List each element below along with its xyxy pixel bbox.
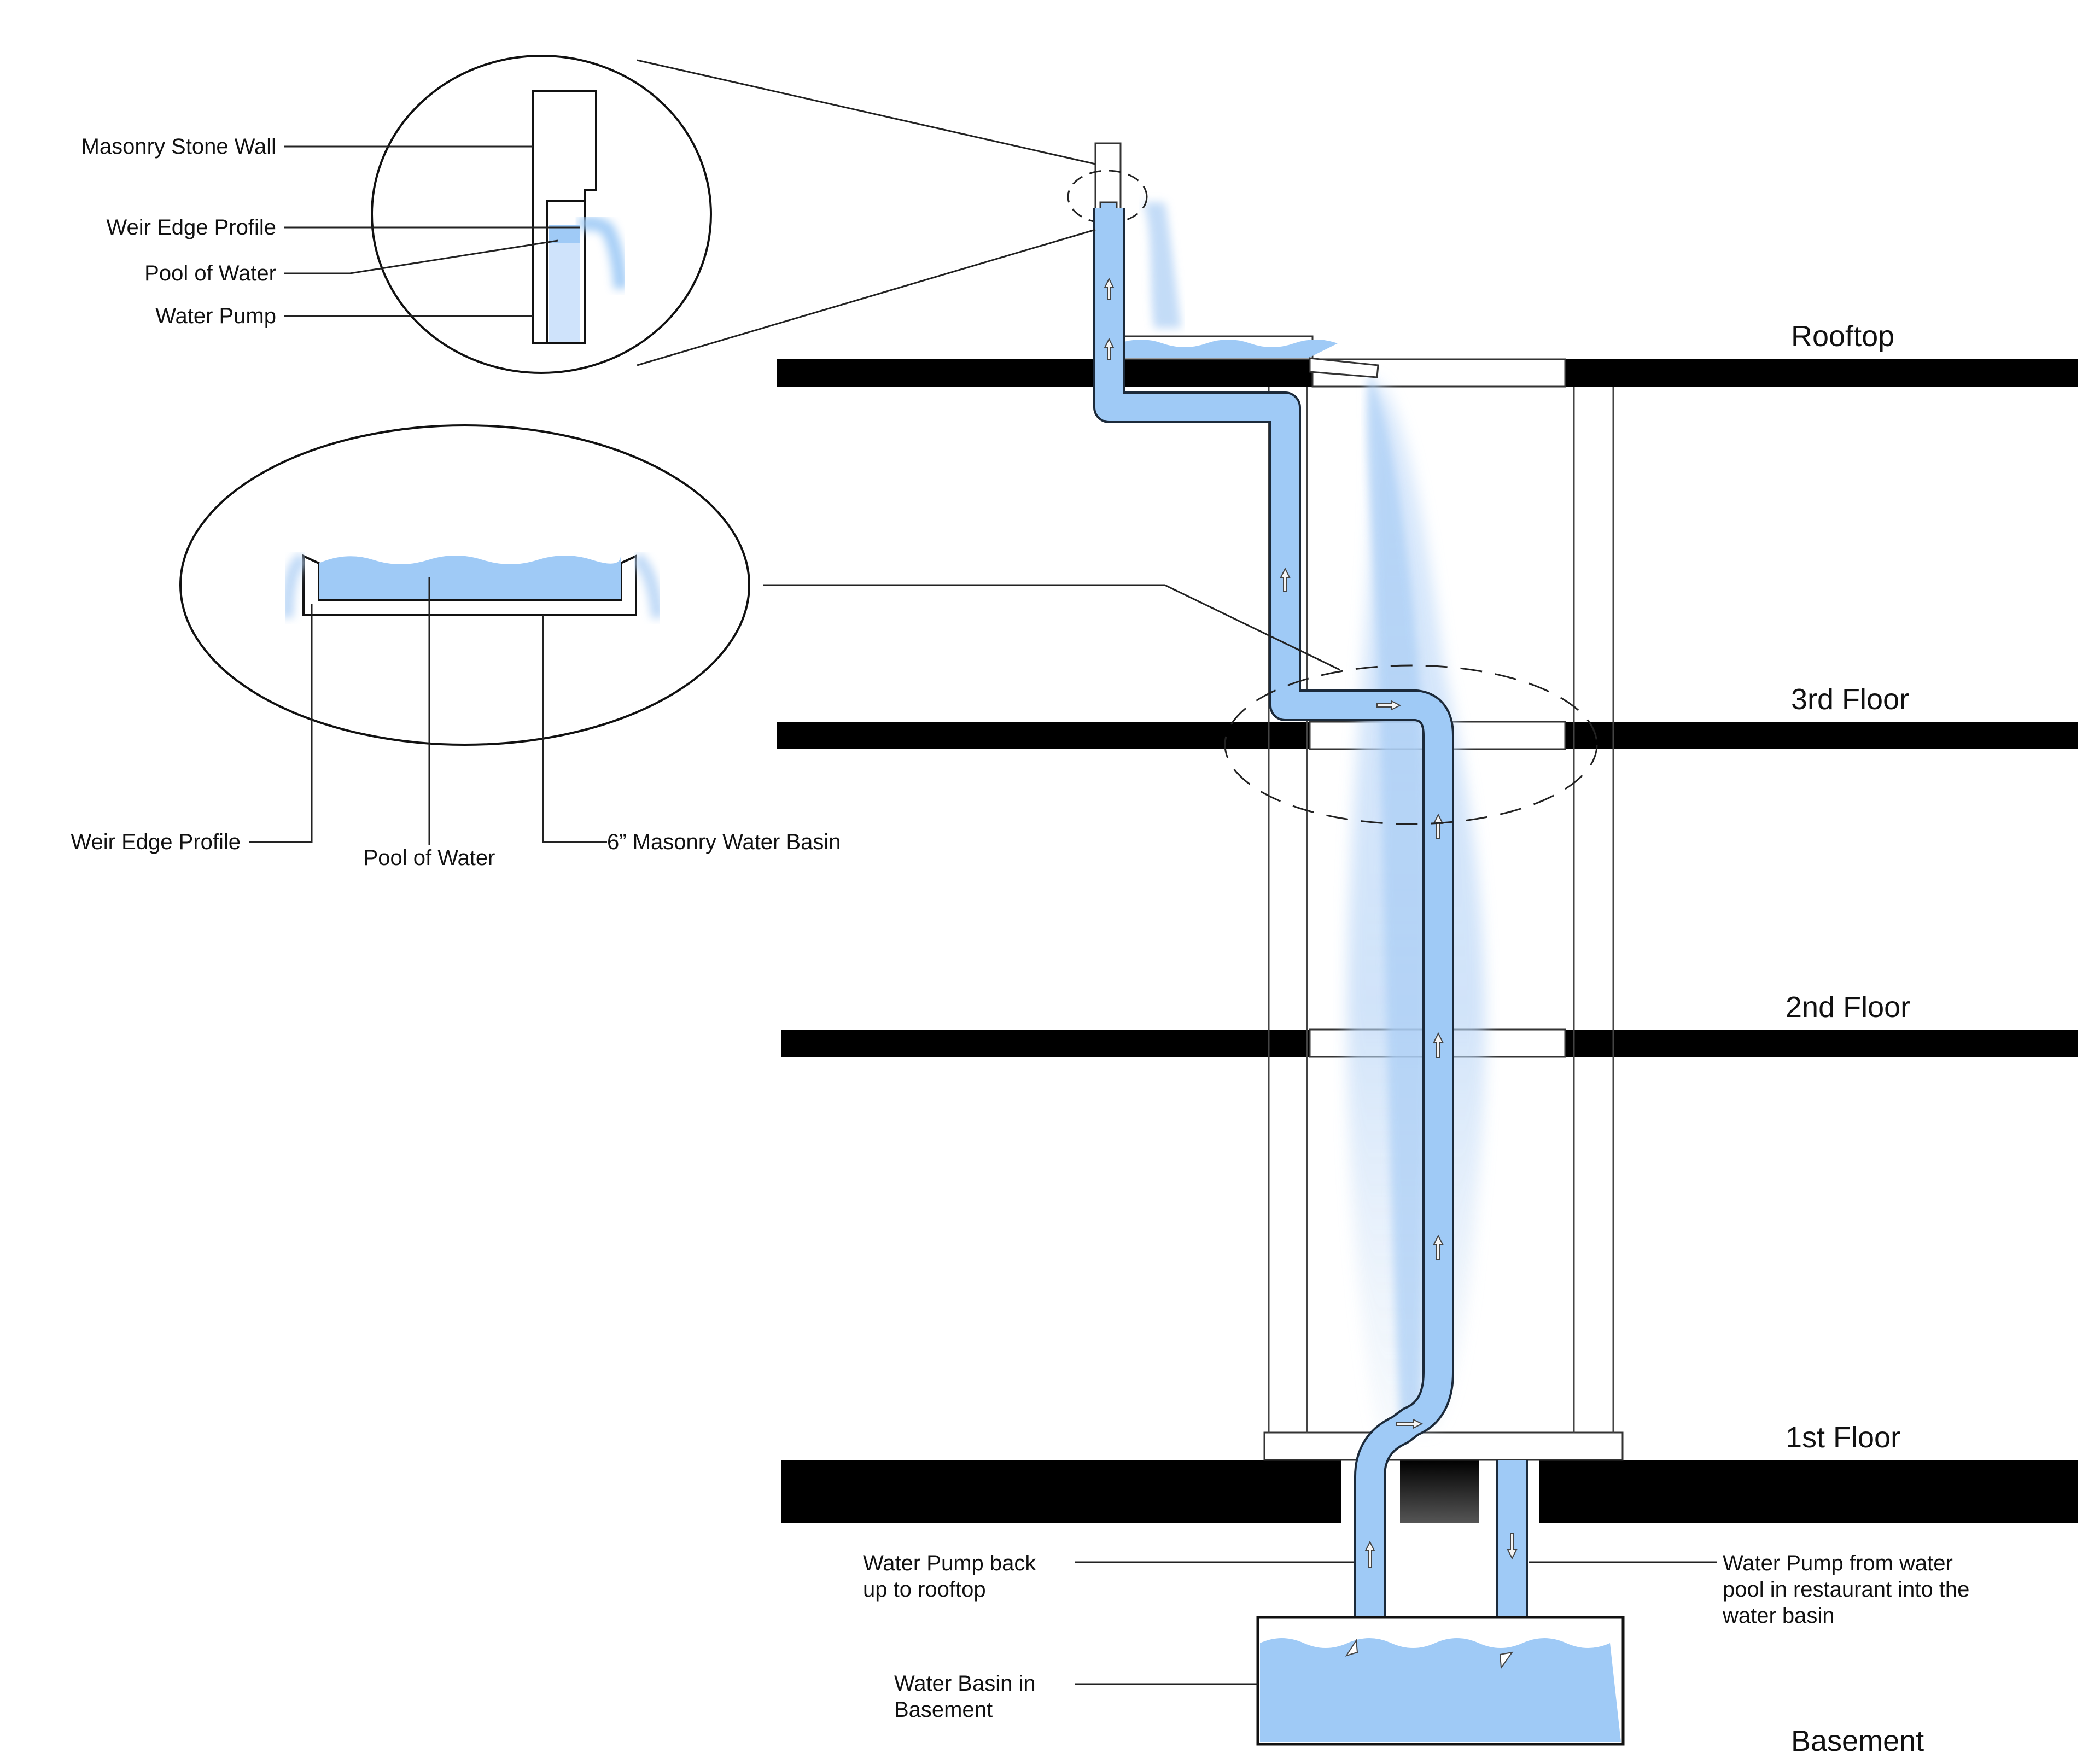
atrium-columns	[1268, 387, 1614, 1433]
arrow-up-icon	[1364, 1540, 1375, 1568]
labels: Masonry Stone Wall Weir Edge Profile Poo…	[71, 135, 1969, 1757]
leader-lines	[637, 59, 1717, 1685]
first-floor-shaft	[1400, 1460, 1479, 1523]
rooftop-slab-mid	[1116, 359, 1312, 387]
basin-detail-marker	[1224, 664, 1598, 825]
first-floor-slab-left	[781, 1460, 1341, 1523]
label-top-pump: Water Pump	[155, 304, 276, 328]
rooftop-slab-left	[777, 359, 1094, 387]
detail-weir-top	[284, 55, 712, 374]
top-detail-marker	[1067, 170, 1148, 224]
label-pump-down-3: water basin	[1722, 1604, 1835, 1628]
third-floor-slab-right	[1565, 722, 2078, 749]
label-top-weir-edge: Weir Edge Profile	[106, 215, 276, 239]
arrow-up-icon	[1433, 1234, 1444, 1260]
label-masonry-wall: Masonry Stone Wall	[81, 135, 276, 159]
arrow-right-icon	[1376, 700, 1402, 711]
label-masonry-basin: 6” Masonry Water Basin	[607, 830, 841, 854]
label-basement-basin-2: Basement	[894, 1698, 993, 1722]
label-basin-pool: Pool of Water	[364, 846, 495, 870]
arrow-up-icon	[1280, 567, 1291, 592]
pump-pipe	[1093, 208, 1528, 1629]
flow-arrows	[1104, 277, 1518, 1568]
floor-slabs	[777, 358, 2078, 1523]
label-pump-down-2: pool in restaurant into the	[1723, 1577, 1969, 1602]
label-basin-weir-edge: Weir Edge Profile	[71, 830, 241, 854]
arrow-down-icon	[1507, 1533, 1518, 1560]
floor-label-second: 2nd Floor	[1786, 991, 1910, 1024]
second-floor-slab-left	[781, 1030, 1310, 1057]
label-pump-down-1: Water Pump from water	[1723, 1551, 1953, 1575]
floor-label-rooftop: Rooftop	[1791, 320, 1894, 353]
basement-basin	[1256, 1616, 1625, 1746]
label-pump-up-1: Water Pump back	[863, 1551, 1036, 1575]
first-floor-base	[1263, 1431, 1624, 1461]
label-basement-basin-1: Water Basin in	[894, 1672, 1036, 1696]
rooftop-slab-right	[1565, 359, 2078, 387]
floor-label-basement: Basement	[1791, 1725, 1924, 1757]
third-floor-slab-left	[777, 722, 1310, 749]
arrow-up-icon	[1104, 277, 1115, 300]
floor-label-first: 1st Floor	[1786, 1421, 1900, 1454]
label-pump-up-2: up to rooftop	[863, 1577, 986, 1602]
second-floor-slab-right	[1565, 1030, 2078, 1057]
floor-label-third: 3rd Floor	[1791, 683, 1909, 716]
detail-basin	[179, 424, 1598, 845]
arrow-up-icon	[1433, 1032, 1444, 1058]
first-floor-slab-right	[1539, 1460, 2078, 1523]
arrow-right-icon	[1396, 1418, 1424, 1429]
arrow-up-icon	[1104, 337, 1115, 360]
label-top-pool: Pool of Water	[144, 261, 276, 285]
